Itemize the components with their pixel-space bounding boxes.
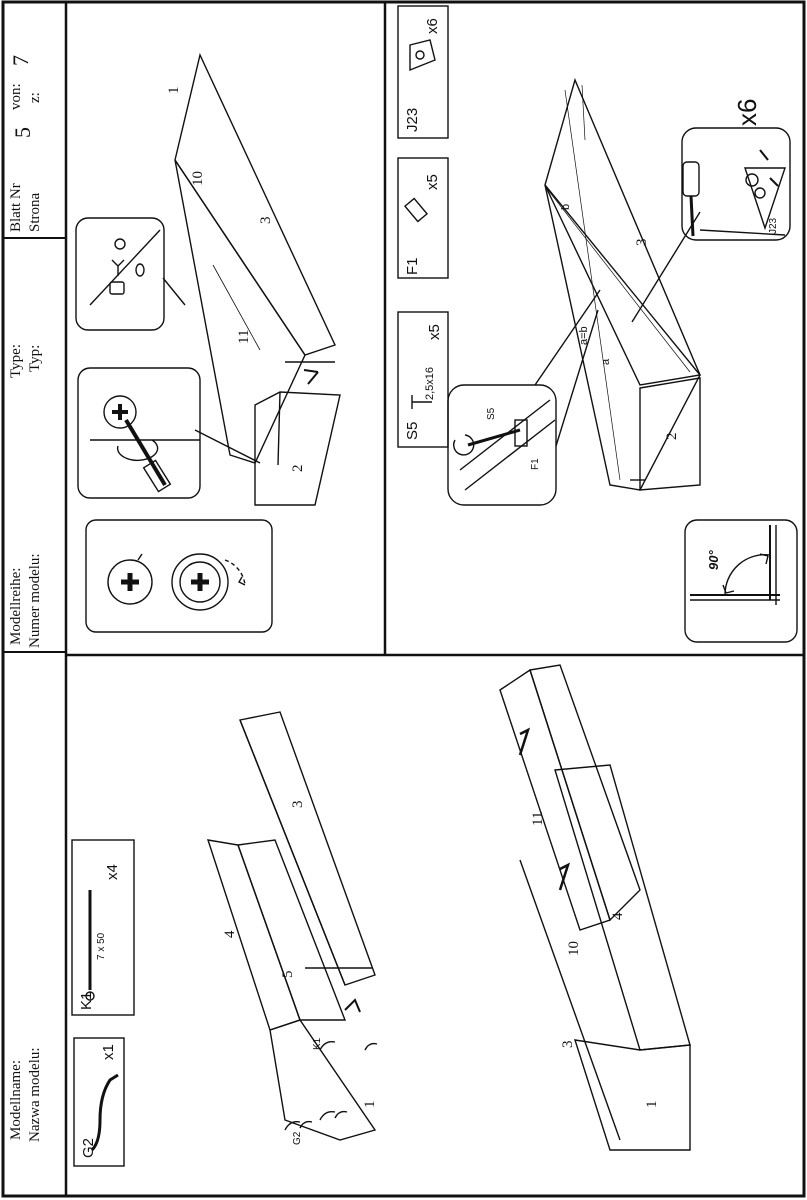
fastener-inset [447, 384, 557, 506]
part-qty-f1: x5 [424, 174, 441, 190]
part-size-s5: 2,5x16 [424, 366, 436, 400]
panel-number: 4 [222, 930, 238, 939]
model-name-label: Modellname: [8, 1060, 24, 1140]
part-code-g2: G2 [80, 1137, 97, 1158]
part-qty-s5: x5 [426, 324, 443, 340]
panel-2b [639, 377, 701, 491]
step-bottom-left [71, 664, 691, 1167]
fitting-label: G2 [292, 1131, 303, 1145]
panel-number: 3 [560, 1040, 576, 1049]
of-label-pl: z: [27, 92, 43, 103]
part-qty-k1: x4 [104, 864, 121, 880]
panel-3c [239, 711, 376, 986]
part-code-f1: F1 [404, 257, 421, 275]
panel-number: 1 [166, 86, 182, 95]
callout-label: F1 [530, 458, 541, 470]
panel-number: 2 [290, 464, 306, 473]
inset-part-label: J23 [768, 217, 779, 234]
part-qty-j23: x6 [424, 18, 441, 34]
panel-number: 5 [280, 970, 296, 979]
panel-10 [529, 664, 641, 922]
part-box-j23 [397, 5, 449, 139]
panel-1b [573, 1039, 691, 1151]
panel-3b [544, 77, 701, 386]
panel-5 [237, 839, 347, 1021]
angle-inset [684, 519, 798, 643]
measure-label: a [600, 358, 612, 365]
model-series-label: Modellreihe: [8, 567, 24, 645]
part-qty-g2: x1 [100, 1044, 117, 1060]
sheet-label-pl: Strona [27, 192, 43, 232]
part-code-k1: K1 [78, 991, 95, 1010]
inset-qty: x6 [732, 98, 762, 126]
part-box-k1 [71, 839, 135, 1016]
panel-1 [269, 1019, 377, 1141]
panel-11 [499, 668, 611, 931]
panel-3 [174, 52, 336, 356]
screwdriver-inset [77, 367, 201, 499]
panel-number: 2 [664, 432, 680, 441]
panel-number: 3 [258, 216, 274, 225]
model-name-label-pl: Nazwa modelu: [27, 1047, 43, 1142]
measure-label: b [560, 203, 572, 210]
of-label: von: [8, 83, 24, 110]
cam-lock-inset [85, 519, 273, 633]
panel-number: 10 [190, 171, 206, 186]
model-series-label-pl: Numer modelu: [27, 553, 43, 648]
j23-inset [681, 127, 791, 241]
callout-label: S5 [486, 407, 497, 420]
panel-number: 3 [290, 800, 306, 809]
sheet-number: 5 [10, 127, 35, 138]
step-top-right [397, 5, 798, 643]
type-label-pl: Typ: [27, 344, 43, 372]
part-box-s5 [397, 311, 449, 448]
measure-label: a=b [578, 326, 590, 345]
panel-number: 1 [362, 1100, 378, 1109]
part-code-j23: J23 [404, 107, 421, 132]
part-box-g2 [73, 1037, 125, 1167]
dowel-inset [75, 217, 165, 331]
panel-number: 1 [644, 1100, 660, 1109]
panel-2 [254, 391, 341, 506]
panel-number: 10 [566, 941, 582, 956]
angle-label: 90° [706, 550, 721, 570]
panel-number: 11 [236, 329, 252, 344]
panel-number: 4 [610, 912, 626, 921]
step-top-left [75, 52, 341, 633]
part-code-s5: S5 [404, 421, 421, 440]
type-label: Type: [8, 344, 24, 378]
panel-number: 11 [530, 811, 546, 826]
fitting-label: K1 [312, 1037, 323, 1050]
panel-number: 3 [634, 238, 650, 247]
sheet-label: Blatt Nr [8, 183, 24, 232]
part-size-k1: 7 x 50 [96, 932, 107, 960]
part-box-f1 [397, 157, 449, 279]
total-sheets: 7 [8, 55, 33, 66]
